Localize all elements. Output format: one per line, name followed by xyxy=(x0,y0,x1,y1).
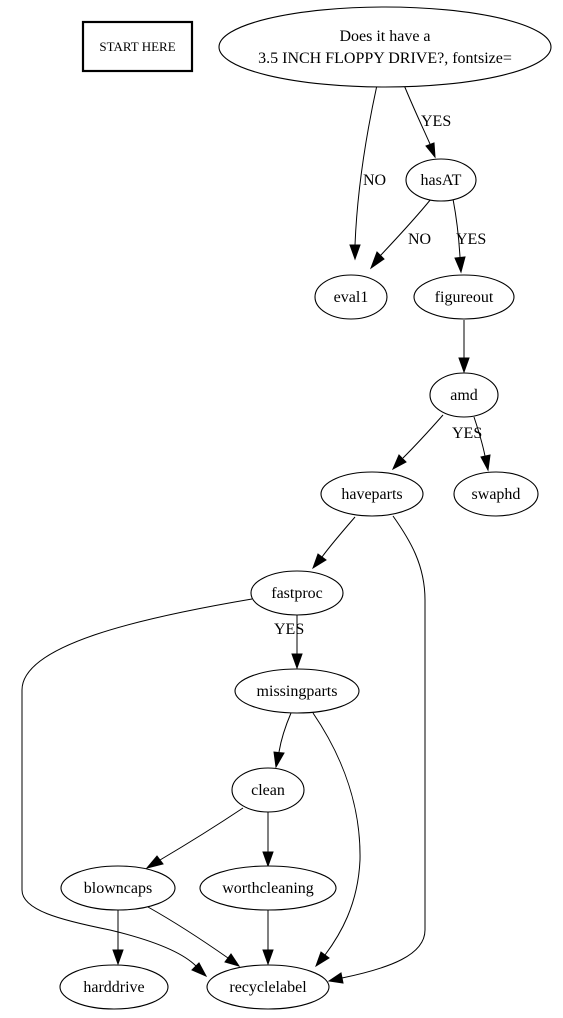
edges: YES NO NO YES YES YES xyxy=(21,84,491,984)
edge-amd-swaphd xyxy=(473,416,486,457)
node-worthcleaning-label: worthcleaning xyxy=(222,880,314,897)
node-hasAT xyxy=(405,158,477,202)
node-figureout xyxy=(413,274,515,320)
edge-haveparts-fastproc xyxy=(321,516,356,558)
arrowhead-missingparts-clean xyxy=(273,751,285,769)
node-harddrive-label: harddrive xyxy=(83,979,144,996)
node-hasAT-label: hasAT xyxy=(421,172,462,189)
node-blowncaps xyxy=(60,865,176,911)
edge-label-root-eval1: NO xyxy=(363,172,386,189)
node-haveparts-label: haveparts xyxy=(341,486,402,503)
edge-root-eval1 xyxy=(354,84,378,246)
edge-label-hasAT-eval1: NO xyxy=(408,231,431,248)
node-clean-label: clean xyxy=(251,782,285,799)
arrowhead-haveparts-recyclelabel xyxy=(327,972,344,984)
node-harddrive xyxy=(59,964,169,1010)
arrowhead-amd-swaphd xyxy=(480,454,491,472)
arrowhead-root-eval1 xyxy=(349,244,361,261)
edge-fastproc-recyclelabel xyxy=(21,598,253,967)
edge-label-amd-swaphd: YES xyxy=(452,425,482,442)
node-root-question-line1: Does it have a xyxy=(339,28,430,45)
node-amd-label: amd xyxy=(450,387,478,404)
arrowhead-clean-worthcleaning xyxy=(262,851,274,868)
edge-blowncaps-recyclelabel xyxy=(147,906,229,959)
arrowhead-clean-blowncaps xyxy=(145,855,164,869)
node-root-question xyxy=(218,6,552,88)
edge-hasAT-eval1 xyxy=(379,198,432,257)
node-figureout-label: figureout xyxy=(435,289,494,306)
arrowhead-root-hasAT xyxy=(425,142,436,159)
edge-haveparts-recyclelabel xyxy=(341,515,426,979)
node-recyclelabel-label: recyclelabel xyxy=(229,979,307,996)
edge-missingparts-recyclelabel xyxy=(312,712,361,956)
node-swaphd-label: swaphd xyxy=(472,486,521,503)
arrowhead-worthcleaning-recyclelabel xyxy=(262,949,274,966)
node-fastproc xyxy=(250,570,344,616)
start-here-label: START HERE xyxy=(99,39,175,54)
node-root-question-line2: 3.5 INCH FLOPPY DRIVE?, fontsize= xyxy=(258,50,512,67)
node-recyclelabel xyxy=(206,964,330,1010)
arrowhead-blowncaps-recyclelabel xyxy=(224,953,241,967)
node-eval1 xyxy=(314,274,388,320)
arrowhead-figureout-amd xyxy=(458,357,470,374)
node-eval1-label: eval1 xyxy=(334,289,369,306)
arrowhead-fastproc-recyclelabel xyxy=(191,962,208,978)
node-blowncaps-label: blowncaps xyxy=(84,880,152,897)
node-amd xyxy=(429,372,499,418)
arrowhead-amd-haveparts xyxy=(391,454,407,471)
arrowhead-blowncaps-harddrive xyxy=(112,949,124,966)
edge-root-hasAT xyxy=(403,84,431,145)
edge-missingparts-clean xyxy=(278,712,292,753)
node-worthcleaning xyxy=(199,865,337,911)
node-haveparts xyxy=(320,471,424,517)
arrowhead-missingparts-recyclelabel xyxy=(315,951,330,968)
arrowhead-fastproc-missingparts xyxy=(291,653,303,670)
arrowhead-haveparts-fastproc xyxy=(312,553,327,570)
node-clean xyxy=(231,767,305,813)
start-here-box xyxy=(81,20,194,73)
nodes: START HERE Does it have a 3.5 INCH FLOPP… xyxy=(59,6,552,1010)
edge-amd-haveparts xyxy=(402,414,444,459)
node-missingparts-label: missingparts xyxy=(257,683,338,700)
node-fastproc-label: fastproc xyxy=(271,585,323,602)
arrowhead-hasAT-eval1 xyxy=(369,251,385,270)
edge-label-hasAT-figureout: YES xyxy=(456,231,486,248)
edge-label-root-hasAT: YES xyxy=(421,113,451,130)
edge-label-fastproc-missingparts: YES xyxy=(274,621,304,638)
edge-clean-blowncaps xyxy=(159,807,244,861)
node-swaphd xyxy=(453,471,539,517)
node-missingparts xyxy=(234,668,360,714)
edge-hasAT-figureout xyxy=(452,198,461,258)
arrowhead-hasAT-figureout xyxy=(454,256,466,274)
